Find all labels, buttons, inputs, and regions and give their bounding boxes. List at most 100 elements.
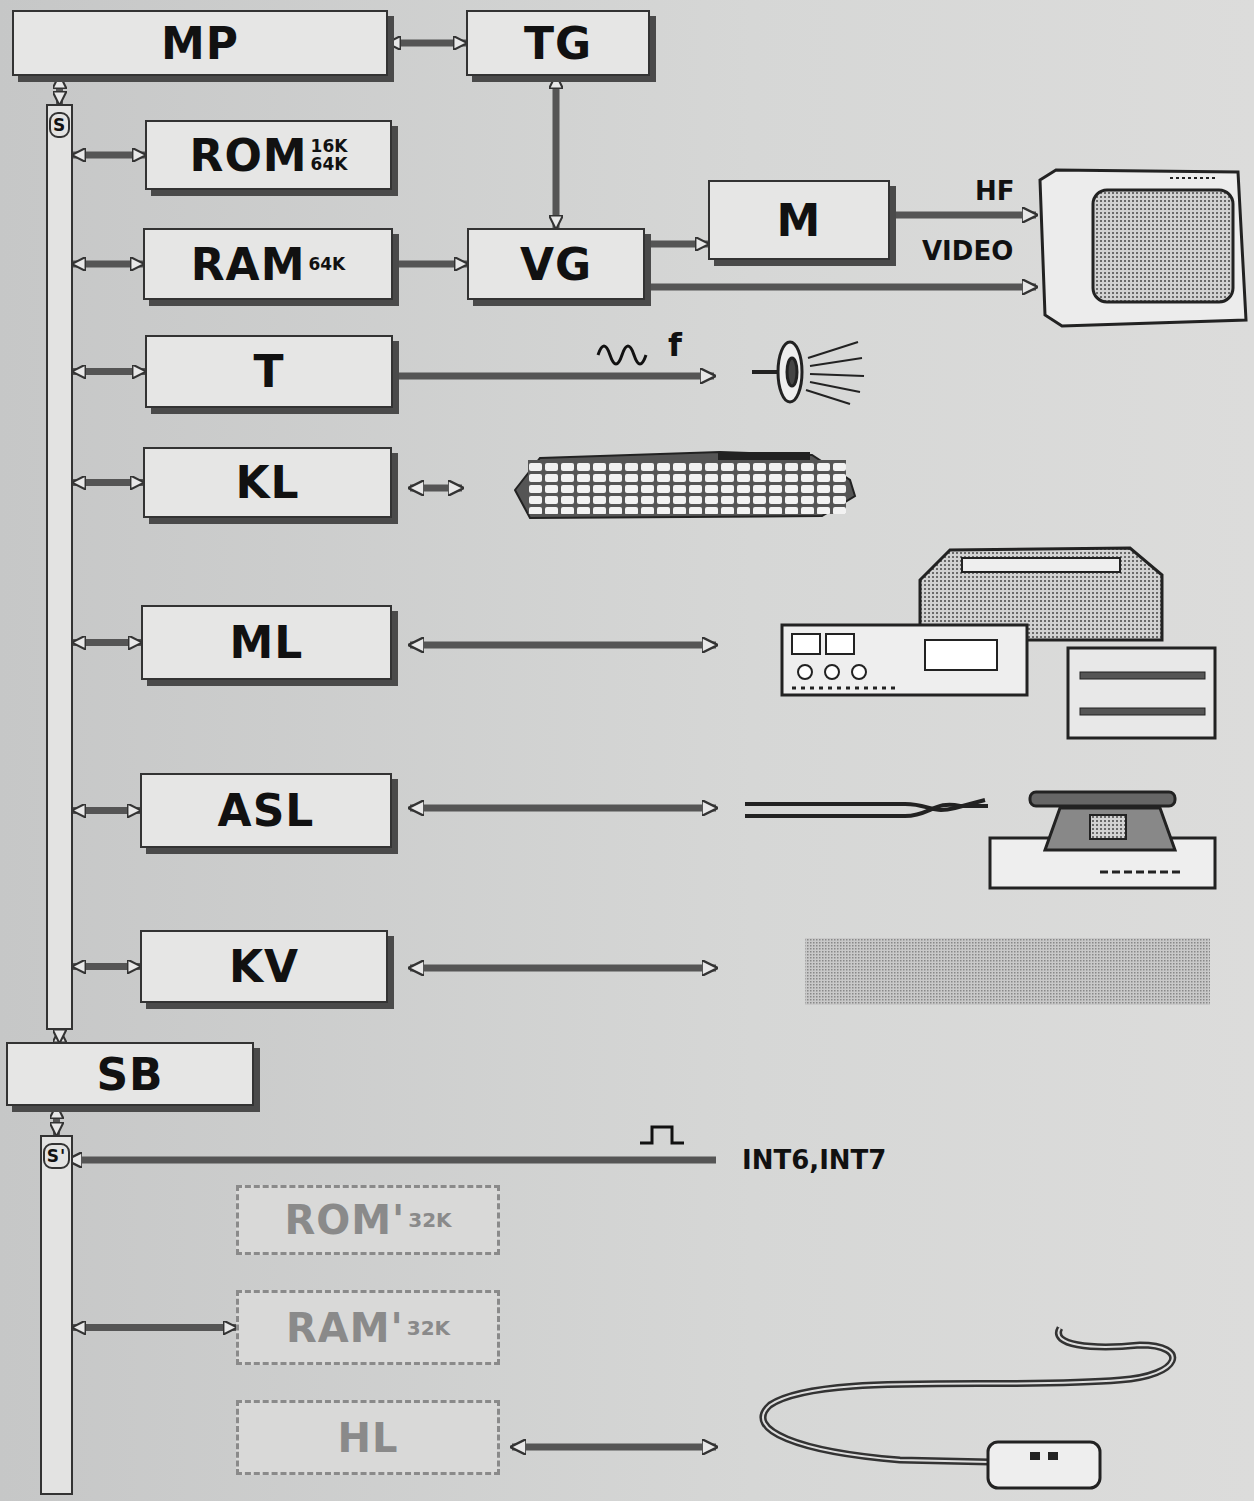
bus-band: S (46, 104, 73, 1030)
bus-connector (73, 807, 140, 814)
storage-illustration (782, 548, 1215, 738)
video-arrow (650, 284, 1036, 291)
signal-name: HF (975, 176, 1015, 206)
serial-arrow (410, 805, 716, 812)
bus-connector (53, 1106, 60, 1135)
bus-connector (553, 76, 560, 228)
optional-box: ROM'32K (236, 1185, 500, 1255)
block-name: M (777, 195, 822, 246)
size-stack: 64K (308, 255, 345, 273)
sound-arrow (398, 373, 714, 380)
block-name: ROM (190, 130, 308, 181)
bus-connector (73, 152, 145, 159)
size-stack: 16K64K (311, 137, 348, 173)
text-group: VG (520, 239, 592, 290)
text-group: SB (96, 1049, 163, 1100)
block-name: ROM' (284, 1197, 405, 1243)
block-box: KL (143, 447, 392, 518)
bus-connector (56, 76, 63, 104)
text-group: ML (230, 617, 304, 668)
signal-name: f (668, 326, 682, 364)
block-name: RAM' (286, 1305, 404, 1351)
block-name: KL (235, 457, 299, 508)
block-name: ML (230, 617, 304, 668)
block-box: RAM64K (143, 228, 393, 300)
block-box: ROM16K64K (145, 120, 392, 190)
wave-symbol (598, 346, 646, 364)
block-box: ML (141, 605, 392, 680)
block-box: VG (467, 228, 645, 300)
block-name: ASL (218, 785, 315, 836)
mouse-illustration (763, 1328, 1173, 1488)
memory-size: 32K (407, 1319, 450, 1337)
bus-connector (73, 639, 141, 646)
monitor-illustration (1040, 170, 1246, 326)
text-group: MP (161, 18, 239, 69)
text-group: KL (235, 457, 299, 508)
bus-connector (393, 261, 467, 268)
mouse-arrow (512, 1444, 716, 1451)
pulse-symbol (640, 1127, 684, 1143)
text-group: ASL (218, 785, 315, 836)
block-box: T (145, 335, 393, 408)
block-name: S (49, 112, 70, 138)
keyboard-illustration (515, 452, 855, 518)
signal-name: VIDEO (922, 236, 1013, 266)
device-arrows (68, 215, 1036, 1447)
size-stack: 32K (407, 1319, 450, 1337)
text-group: TG (524, 18, 592, 69)
storage-arrow (410, 642, 716, 649)
size-stack: 32K (408, 1211, 451, 1229)
text-group: RAM'32K (286, 1305, 450, 1351)
bus-connector (73, 479, 143, 486)
bus-connector (56, 1030, 63, 1042)
text-group: S (49, 112, 70, 138)
text-group: T (253, 346, 284, 397)
text-group: HL (338, 1415, 399, 1461)
text-group: RAM64K (191, 239, 346, 290)
modem-illustration (745, 792, 1215, 888)
block-box: MP (12, 10, 388, 76)
unspecified-device (805, 938, 1210, 1005)
interrupt-name: INT6,INT7 (742, 1145, 886, 1175)
block-name: HL (338, 1415, 399, 1461)
block-box: M (708, 180, 890, 260)
bus-connector (388, 40, 466, 47)
bus-connector (73, 261, 143, 268)
block-box: SB (6, 1042, 254, 1106)
speaker-illustration (752, 342, 864, 404)
block-box: ASL (140, 773, 392, 848)
text-group: ROM'32K (284, 1197, 451, 1243)
bus-connector (73, 1324, 236, 1331)
optional-box: HL (236, 1400, 500, 1475)
text-group: M (777, 195, 822, 246)
text-group: KV (229, 941, 299, 992)
memory-size: 64K (311, 155, 348, 173)
bus-connector (73, 963, 140, 970)
block-name: RAM (191, 239, 306, 290)
block-box: KV (140, 930, 388, 1003)
memory-size: 32K (408, 1211, 451, 1229)
block-box: TG (466, 10, 650, 76)
keyboard-arrow (410, 485, 462, 492)
bus-band: S' (40, 1135, 73, 1495)
optional-box: RAM'32K (236, 1290, 500, 1365)
block-name: VG (520, 239, 592, 290)
block-name: S' (43, 1143, 70, 1169)
block-name: MP (161, 18, 239, 69)
hf-arrow (892, 212, 1036, 219)
bus-connector (73, 368, 145, 375)
memory-size: 64K (308, 255, 345, 273)
expansion-arrow (410, 965, 716, 972)
block-name: KV (229, 941, 299, 992)
text-group: S' (43, 1143, 70, 1169)
interrupt-arrow (68, 1157, 716, 1164)
text-group: ROM16K64K (190, 130, 348, 181)
block-name: SB (96, 1049, 163, 1100)
memory-size: 16K (311, 137, 348, 155)
block-name: T (253, 346, 284, 397)
bus-connector (645, 241, 708, 248)
